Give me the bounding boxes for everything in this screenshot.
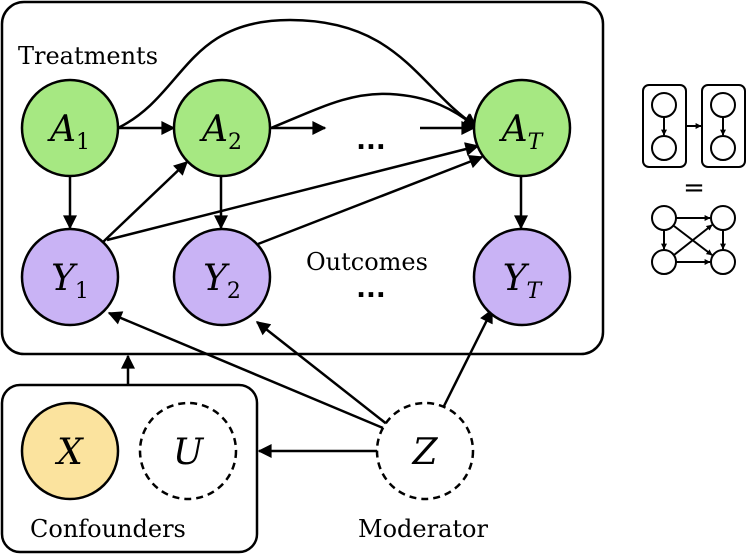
schematic-equals-sign: = bbox=[683, 173, 705, 203]
node-a1: A1 bbox=[20, 78, 120, 178]
treatments-ellipsis: ... bbox=[356, 126, 386, 156]
confounders-group-box bbox=[0, 383, 259, 554]
svg-text:A1: A1 bbox=[47, 109, 90, 155]
svg-text:Y1: Y1 bbox=[51, 258, 89, 304]
edge-z-y2 bbox=[255, 321, 389, 426]
edge-y2-at bbox=[257, 155, 484, 246]
node-z: Z bbox=[375, 401, 475, 501]
svg-text:YT: YT bbox=[503, 258, 544, 304]
edge-z-y1 bbox=[107, 311, 384, 430]
outcomes-ellipsis: ... bbox=[356, 274, 386, 304]
edges bbox=[63, 18, 528, 458]
node-y2: Y2 bbox=[172, 227, 272, 327]
node-a2: A2 bbox=[172, 78, 272, 178]
moderator-label: Moderator bbox=[358, 515, 488, 543]
side-schematic bbox=[642, 84, 746, 275]
node-x: X bbox=[20, 401, 120, 501]
svg-text:X: X bbox=[54, 432, 84, 473]
node-yt: YT bbox=[472, 227, 572, 327]
svg-text:U: U bbox=[173, 432, 205, 473]
confounders-label: Confounders bbox=[30, 515, 186, 543]
node-at: AT bbox=[472, 78, 572, 178]
svg-text:Z: Z bbox=[411, 432, 438, 473]
svg-text:AT: AT bbox=[499, 109, 545, 155]
svg-text:Y2: Y2 bbox=[203, 258, 241, 304]
node-u: U bbox=[138, 401, 238, 501]
edge-a2-at-curve bbox=[270, 92, 478, 130]
svg-text:A2: A2 bbox=[199, 109, 242, 155]
edge-a1-at-curve bbox=[117, 18, 478, 130]
edge-y1-a2 bbox=[102, 161, 189, 243]
edge-z-yt bbox=[441, 308, 494, 409]
edge-y1-at bbox=[106, 142, 480, 242]
outcomes-label: Outcomes bbox=[306, 248, 428, 276]
schematic-box-right bbox=[701, 84, 746, 168]
treatment-outcome-group-box bbox=[0, 0, 605, 356]
treatments-label: Treatments bbox=[18, 42, 158, 70]
node-y1: Y1 bbox=[20, 227, 120, 327]
